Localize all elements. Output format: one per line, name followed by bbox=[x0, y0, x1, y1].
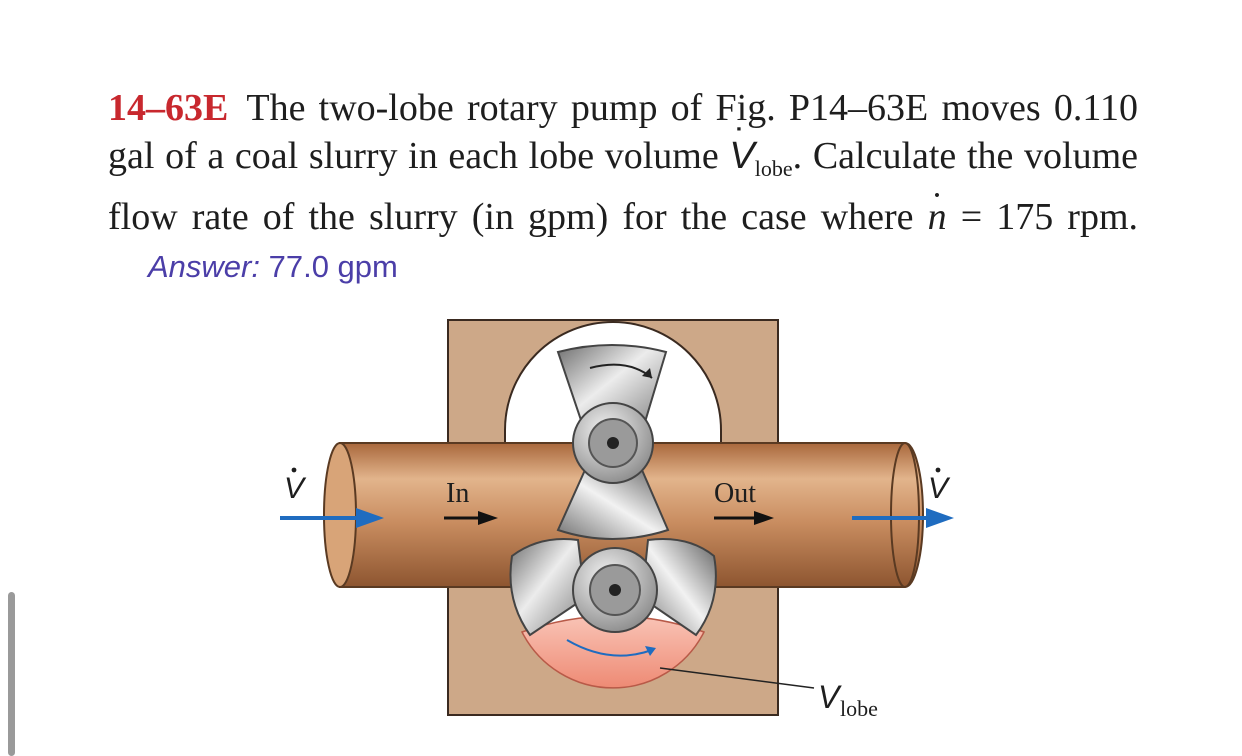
problem-text-part3: = 175 rpm. bbox=[960, 196, 1139, 238]
upper-rotor-top-lobe bbox=[556, 344, 668, 433]
lower-rotation-arrow bbox=[566, 639, 653, 657]
lobe-leader-line bbox=[659, 667, 815, 689]
inlet-flow-dot bbox=[291, 467, 297, 473]
problem-text-part2: . Calculate the volume flow rate of the … bbox=[108, 135, 1139, 238]
problem-text-part1: The two-lobe rotary pump of Fig. P14–63E… bbox=[108, 87, 1138, 177]
answer: Answer: 77.0 gpm bbox=[148, 249, 398, 284]
upper-rotation-arrowhead bbox=[642, 368, 652, 378]
problem-number: 14–63E bbox=[108, 87, 229, 129]
lobe-volume-symbol: V bbox=[818, 679, 842, 715]
outlet-flow-symbol: V bbox=[928, 472, 951, 505]
inlet-flow-arrowhead bbox=[356, 508, 384, 528]
answer-label: Answer: bbox=[148, 249, 260, 284]
out-label: Out bbox=[714, 478, 756, 509]
lobe-volume-subscript: lobe bbox=[840, 696, 878, 721]
lower-rotor-right-lobe bbox=[640, 538, 717, 637]
upper-rotor-shaft bbox=[607, 437, 619, 449]
rotation-rate-symbol: n bbox=[928, 196, 947, 238]
volume-symbol: V bbox=[729, 135, 754, 177]
pipe-inlet-end bbox=[323, 442, 357, 588]
lower-rotor-left-lobe bbox=[509, 538, 587, 637]
in-arrowhead bbox=[478, 511, 498, 525]
lower-rotation-arrowhead bbox=[645, 646, 656, 656]
lower-rotor-shaft bbox=[609, 584, 621, 596]
in-label: In bbox=[446, 478, 469, 509]
inlet-flow-symbol: V bbox=[284, 472, 307, 505]
pipe-outlet-end bbox=[890, 442, 920, 588]
outlet-flow-dot bbox=[935, 467, 941, 473]
lobe-subscript: lobe bbox=[754, 156, 793, 181]
out-arrowhead bbox=[754, 511, 774, 525]
outlet-flow-arrowhead bbox=[926, 508, 954, 528]
answer-value: 77.0 gpm bbox=[268, 249, 398, 284]
scrollbar[interactable] bbox=[8, 592, 15, 756]
upper-rotor-bottom-lobe bbox=[556, 469, 670, 540]
